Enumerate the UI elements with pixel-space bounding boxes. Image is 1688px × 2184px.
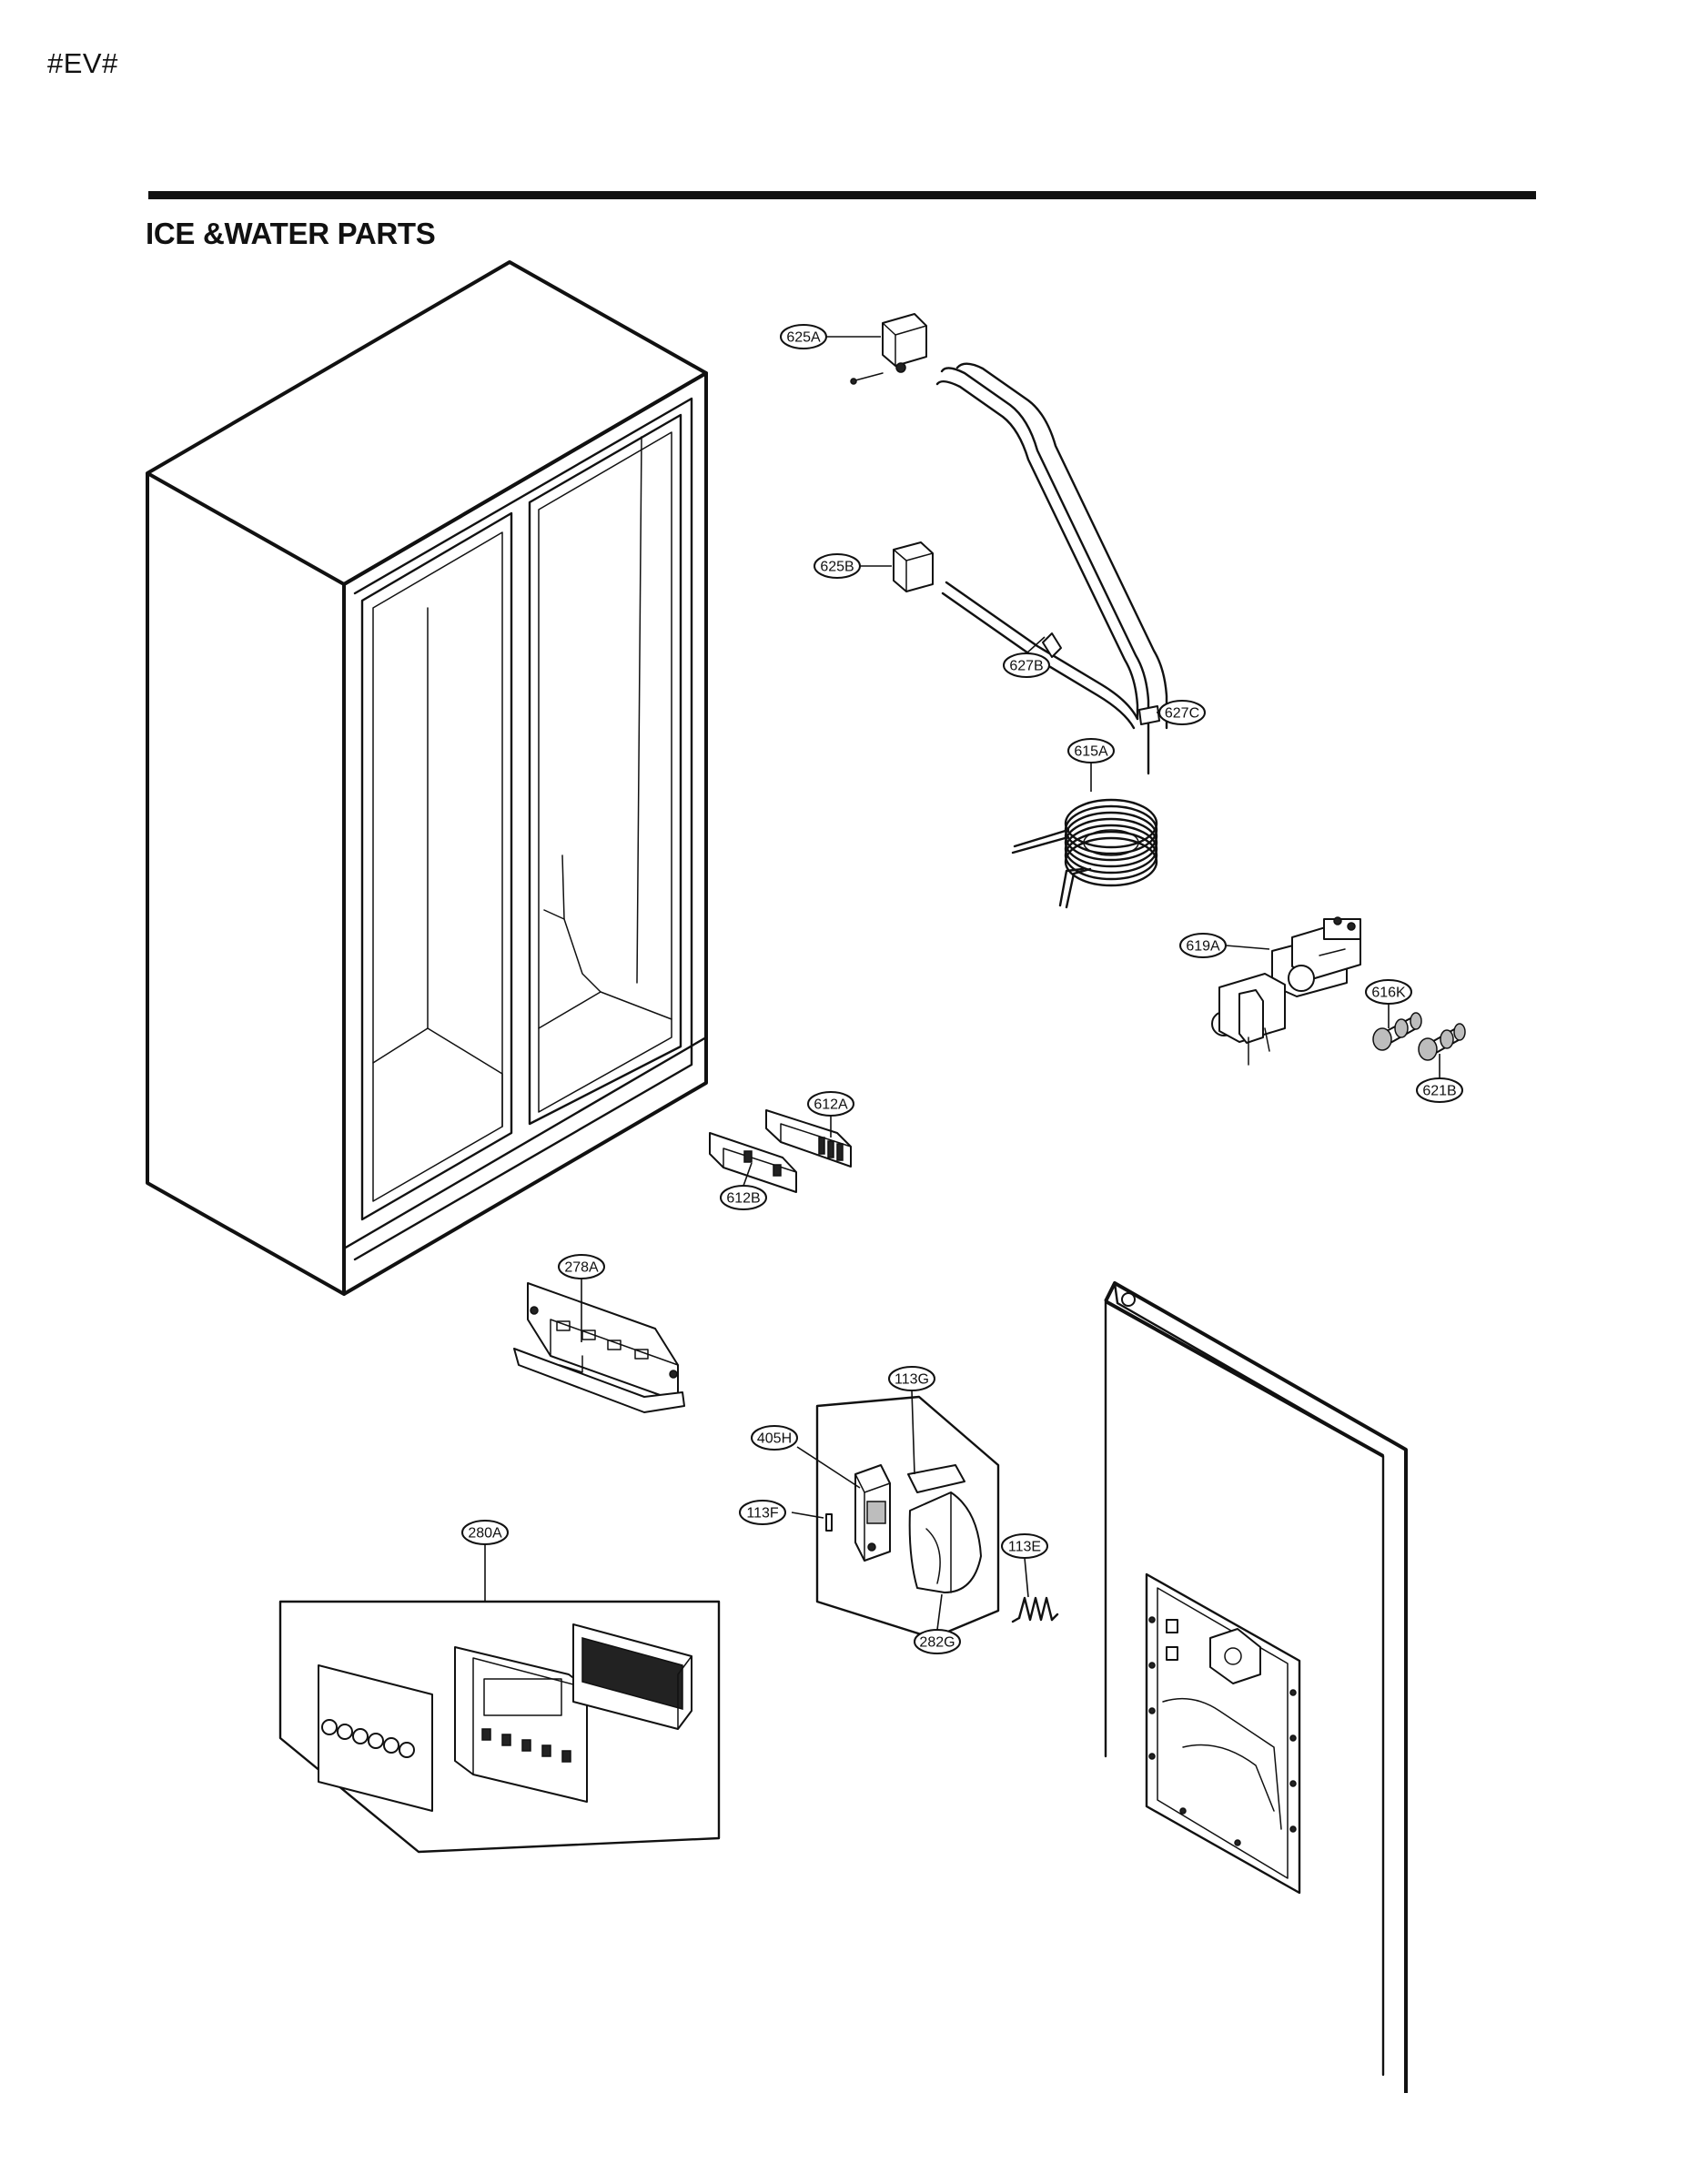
title-rule (148, 191, 1536, 199)
svg-text:616K: 616K (1371, 986, 1406, 1001)
svg-text:612B: 612B (726, 1191, 760, 1207)
svg-text:113F: 113F (746, 1506, 779, 1522)
section-title: ICE &WATER PARTS (146, 217, 436, 250)
callout-627B: 627B (1003, 652, 1050, 678)
svg-text:280A: 280A (468, 1526, 502, 1542)
freezer-door-icon (1104, 1281, 1408, 2093)
water-coil-icon (1011, 798, 1158, 909)
callout-612B: 612B (720, 1185, 767, 1210)
leader-lines (484, 336, 1440, 1631)
page-tag: #EV# (47, 47, 118, 79)
svg-text:278A: 278A (564, 1260, 599, 1276)
callout-113G: 113G (888, 1366, 935, 1391)
display-assembly-280A (278, 1600, 721, 1854)
fitting-616K-icon (1372, 1012, 1422, 1051)
svg-text:625B: 625B (820, 560, 854, 575)
svg-text:282G: 282G (919, 1635, 955, 1651)
svg-text:621B: 621B (1422, 1084, 1456, 1099)
callout-113E: 113E (1001, 1533, 1048, 1559)
fitting-621B-icon (1418, 1023, 1466, 1061)
svg-text:405H: 405H (757, 1431, 792, 1447)
callout-616K: 616K (1365, 979, 1412, 1005)
callout-627C: 627C (1158, 700, 1206, 725)
water-tube-icon (850, 313, 1168, 775)
svg-text:113E: 113E (1008, 1540, 1041, 1555)
water-valve-icon (1211, 916, 1361, 1066)
svg-text:625A: 625A (786, 330, 821, 346)
svg-text:612A: 612A (814, 1097, 848, 1113)
callout-113F: 113F (739, 1500, 786, 1525)
svg-text:615A: 615A (1074, 744, 1108, 760)
callout-619A: 619A (1179, 933, 1227, 958)
svg-text:113G: 113G (895, 1372, 929, 1388)
svg-text:627C: 627C (1165, 706, 1199, 722)
callout-621B: 621B (1416, 1077, 1463, 1103)
callout-625B: 625B (814, 553, 861, 579)
callout-280A: 280A (461, 1520, 509, 1545)
dispenser-housing-278A-icon (513, 1282, 685, 1413)
callout-625A: 625A (780, 324, 827, 349)
callout-615A: 615A (1067, 738, 1115, 763)
bracket-612A-icon (765, 1109, 852, 1168)
spring-113E-icon (1011, 1596, 1059, 1623)
solenoid-assembly-group (815, 1395, 1000, 1640)
callout-282G: 282G (914, 1629, 961, 1654)
svg-text:627B: 627B (1009, 659, 1043, 674)
svg-text:619A: 619A (1186, 939, 1220, 955)
refrigerator-cabinet-icon (146, 260, 708, 1296)
callout-612A: 612A (807, 1091, 854, 1117)
callout-405H: 405H (751, 1425, 798, 1451)
callout-278A: 278A (558, 1254, 605, 1279)
bracket-612B-icon (709, 1132, 797, 1193)
